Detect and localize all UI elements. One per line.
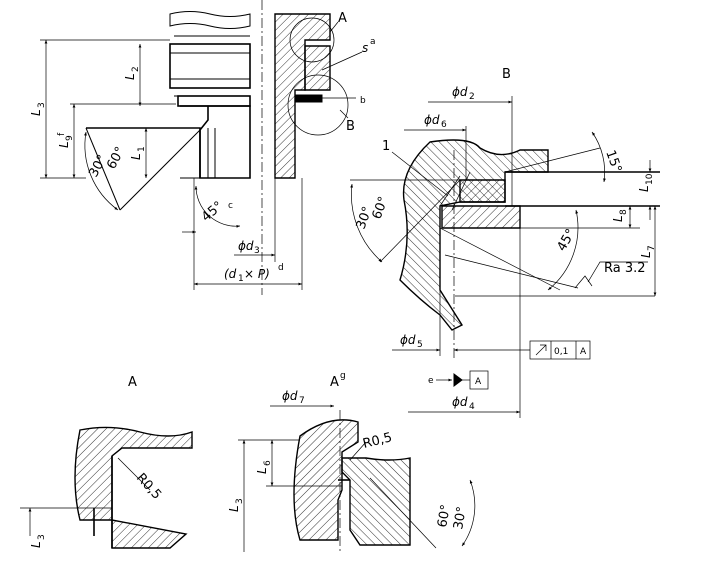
detail-a-left-view: A L 3 R0,5	[20, 375, 193, 549]
svg-text:3: 3	[37, 534, 47, 540]
dim-d7: ϕd	[282, 389, 298, 403]
svg-text:f: f	[57, 132, 67, 136]
label-view-a-left: A	[128, 375, 137, 390]
datum-note: e	[428, 376, 434, 386]
label-view-b: B	[502, 67, 511, 82]
svg-text:× P): × P)	[244, 267, 270, 281]
datum-letter: A	[475, 377, 482, 387]
tolerance-frame: 0,1 A	[529, 340, 591, 360]
dim-d3: ϕd	[238, 239, 254, 253]
svg-text:0,1: 0,1	[554, 347, 568, 357]
dim-l1: L	[129, 153, 143, 160]
detail-b-view: B 1 ϕd 2 ϕd 6 15° L 10	[350, 67, 660, 418]
dim-l2: L	[123, 73, 137, 80]
angle-45c: 45°	[199, 199, 226, 225]
svg-text:g: g	[340, 371, 346, 381]
dim-l3-detail-ag: L	[227, 505, 241, 512]
angle-45-b: 45°	[554, 227, 579, 254]
svg-text:3: 3	[37, 102, 47, 108]
detail-a-right-view: A g ϕd 7 L 3 L 6 R0,5 60° 30°	[227, 371, 476, 552]
angle-60-detail: 60°	[435, 503, 454, 528]
svg-text:7: 7	[647, 245, 657, 251]
radius-r05-left: R0,5	[133, 471, 164, 503]
svg-text:5: 5	[417, 340, 423, 350]
svg-text:3: 3	[254, 246, 260, 256]
dim-l6: L	[255, 467, 269, 474]
svg-text:1: 1	[238, 274, 244, 284]
dim-l7: L	[639, 251, 653, 258]
runout-icon	[535, 344, 547, 356]
svg-text:c: c	[228, 201, 233, 211]
angle-15: 15°	[602, 148, 624, 175]
angle-30-b: 30°	[354, 205, 376, 232]
svg-text:2: 2	[131, 66, 141, 72]
svg-text:2: 2	[469, 92, 475, 102]
svg-text:d: d	[278, 263, 284, 273]
dim-d2: ϕd	[452, 85, 468, 99]
dim-l8: L	[611, 215, 625, 222]
dim-d5: ϕd	[400, 333, 416, 347]
label-b-note: b	[360, 96, 366, 106]
label-s: s	[362, 41, 368, 55]
svg-text:10: 10	[645, 173, 655, 185]
dim-l3: L	[29, 109, 43, 116]
radius-r05-right: R0,5	[361, 430, 393, 452]
angle-60-main: 60°	[104, 144, 128, 171]
svg-text:A: A	[580, 347, 587, 357]
svg-text:7: 7	[299, 396, 305, 406]
angle-60-b: 60°	[370, 195, 392, 222]
svg-text:4: 4	[469, 402, 475, 412]
main-section-view: A s a b B L 3 L 2 L 9 f L 1 30° 60° 45° …	[29, 0, 376, 295]
label-view-a-right: A	[330, 375, 339, 390]
dim-d4: ϕd	[452, 395, 468, 409]
svg-text:8: 8	[619, 209, 629, 215]
label-s-sup: a	[370, 37, 376, 47]
dim-d1xp: (d	[224, 267, 237, 281]
roughness-ra: Ra 3.2	[604, 261, 646, 276]
svg-text:3: 3	[235, 498, 245, 504]
label-view-b-ref: B	[346, 119, 355, 134]
label-item-1: 1	[382, 139, 390, 154]
dim-d6: ϕd	[424, 113, 440, 127]
dim-l10: L	[637, 185, 651, 192]
svg-text:9: 9	[65, 135, 75, 141]
svg-text:6: 6	[441, 120, 447, 130]
label-view-a: A	[338, 11, 347, 26]
angle-30-detail: 30°	[451, 505, 470, 530]
svg-text:6: 6	[263, 460, 273, 466]
dim-l9: L	[57, 141, 71, 148]
dim-l3-detail-a: L	[29, 541, 43, 548]
svg-text:1: 1	[137, 146, 147, 152]
